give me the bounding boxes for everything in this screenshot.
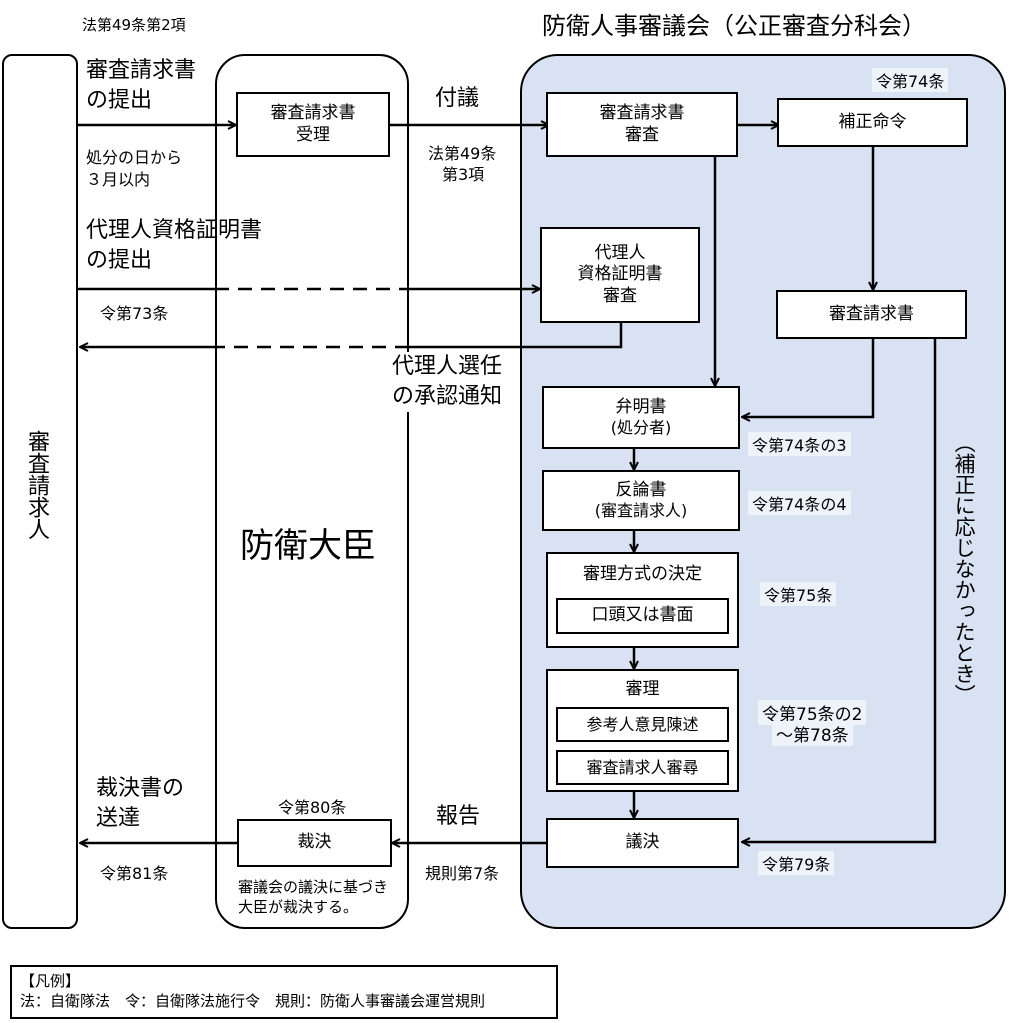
submit-request-label-2: の提出: [86, 88, 153, 113]
submit-agent-cert-1: 代理人資格証明書: [86, 218, 263, 243]
review-line-1: 審査請求書: [599, 103, 685, 124]
agent-review-box: 代理人 資格証明書 審査: [540, 227, 700, 323]
judgment-box: 裁決: [237, 819, 392, 867]
agent-review-line-3: 審査: [603, 285, 637, 306]
rei75-2-label-2: ～第78条: [772, 721, 853, 746]
agent-review-line-2: 資格証明書: [577, 264, 663, 285]
decision-note-2: 大臣が裁決する。: [238, 898, 359, 916]
report-label: 報告: [436, 804, 481, 829]
rei80-label: 令第80条: [278, 798, 347, 817]
rei74-label: 令第74条: [872, 68, 949, 92]
law49-3-label-1: 法第49条: [428, 144, 497, 163]
resolution-box: 議決: [546, 818, 739, 868]
rule7-label: 規則第7条: [425, 864, 500, 883]
law-ref-top: 法第49条第2項: [82, 16, 186, 34]
rei74-3-label: 令第74条の3: [748, 432, 851, 456]
minister-lane: [215, 54, 409, 929]
delivery-label-1: 裁決書の: [96, 776, 185, 801]
witness-opinion-box: 参考人意見陳述: [556, 707, 729, 742]
submit-agent-cert-2: の提出: [86, 248, 153, 273]
rebuttal-line-2: (審査請求人): [594, 501, 688, 521]
request-doc-box: 審査請求書: [776, 290, 967, 339]
requester-lane-label: 審査請求人: [24, 430, 49, 540]
council-title: 防衛人事審議会（公正審査分科会）: [542, 12, 926, 40]
explanation-line-1: 弁明書: [615, 396, 667, 417]
hearing-title: 審理: [625, 679, 660, 699]
legend-box: 【凡例】 法：自衛隊法 令：自衛隊法施行令 規則：防衛人事審議会運営規則: [10, 965, 558, 1019]
review-line-2: 審査: [625, 124, 659, 145]
within-3-months-1: 処分の日から: [86, 148, 183, 167]
requester-lane: [2, 54, 78, 929]
accept-box: 審査請求書 受理: [236, 92, 390, 157]
oral-or-written-text: 口頭又は書面: [591, 605, 694, 626]
requester-inquiry-text: 審査請求人審尋: [586, 757, 699, 777]
review-box: 審査請求書 審査: [546, 92, 738, 157]
agent-approval-2: の承認通知: [392, 382, 503, 412]
accept-line-1: 審査請求書: [270, 103, 356, 124]
judgment-text: 裁決: [297, 832, 332, 853]
correction-order-text: 補正命令: [838, 111, 907, 132]
agent-review-line-1: 代理人: [594, 243, 646, 264]
oral-or-written-box: 口頭又は書面: [556, 598, 729, 634]
rei73-label: 令第73条: [100, 304, 169, 323]
agent-approval-1: 代理人選任: [392, 352, 503, 382]
delivery-label-2: 送達: [96, 806, 141, 831]
submit-request-label-1: 審査請求書: [86, 58, 197, 83]
not-complied-label: （補正に応じなかったとき）: [952, 432, 977, 705]
rebuttal-line-1: 反論書: [615, 479, 667, 500]
rei74-4-label: 令第74条の4: [748, 491, 851, 515]
fugi-label: 付議: [435, 86, 480, 111]
rei81-label: 令第81条: [100, 864, 169, 883]
rei75-2-label-1: 令第75条の2: [758, 700, 867, 725]
rei75-label: 令第75条: [760, 582, 837, 606]
law49-3-label-2: 第3項: [442, 165, 485, 184]
rebuttal-box: 反論書 (審査請求人): [542, 470, 740, 531]
method-decision-title: 審理方式の決定: [583, 564, 702, 584]
correction-order-box: 補正命令: [777, 98, 968, 147]
rei79-label: 令第79条: [758, 851, 835, 875]
witness-opinion-text: 参考人意見陳述: [586, 714, 699, 734]
requester-inquiry-box: 審査請求人審尋: [556, 750, 729, 785]
resolution-text: 議決: [625, 832, 660, 853]
explanation-box: 弁明書 (処分者): [542, 386, 740, 449]
minister-lane-label: 防衛大臣: [240, 526, 376, 566]
legend-body: 法：自衛隊法 令：自衛隊法施行令 規則：防衛人事審議会運営規則: [20, 992, 486, 1011]
accept-line-2: 受理: [296, 124, 330, 145]
request-doc-text: 審査請求書: [829, 303, 914, 324]
explanation-line-2: (処分者): [610, 418, 672, 438]
legend-title: 【凡例】: [20, 972, 81, 990]
within-3-months-2: ３月以内: [86, 170, 151, 189]
decision-note-1: 審議会の議決に基づき: [238, 878, 389, 896]
